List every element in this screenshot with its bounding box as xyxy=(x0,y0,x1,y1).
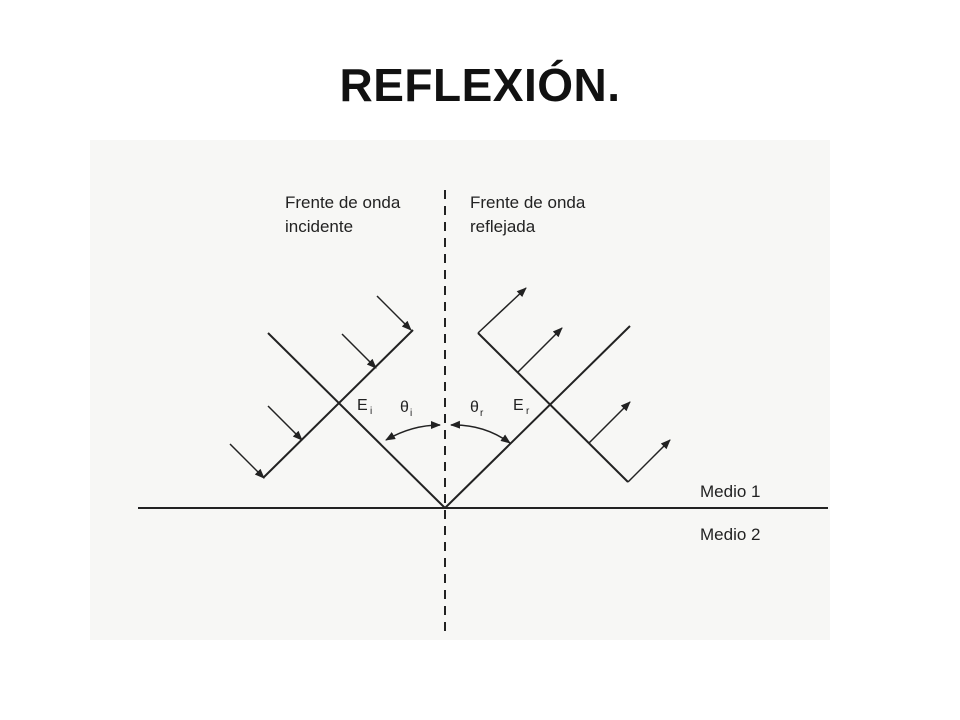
e-reflected-label: E xyxy=(513,397,524,414)
incident-label-line2: incidente xyxy=(285,217,353,236)
incident-arrow-4 xyxy=(229,443,265,479)
reflected-arrow-2 xyxy=(517,327,563,373)
incident-arrow-2 xyxy=(341,333,377,369)
incident-arrow-1 xyxy=(376,295,412,331)
incident-angle-arc xyxy=(385,421,441,441)
e-reflected-subscript: r xyxy=(526,406,530,417)
reflected-label-line2: reflejada xyxy=(470,217,536,236)
e-incident-subscript: i xyxy=(370,406,372,417)
incident-label-line1: Frente de onda xyxy=(285,193,401,212)
theta-reflected-label: θ xyxy=(470,399,479,416)
e-incident-label: E xyxy=(357,397,368,414)
incident-wavefront xyxy=(262,329,414,479)
medium1-label: Medio 1 xyxy=(700,482,760,501)
reflected-wavefront xyxy=(477,332,629,483)
theta-reflected-subscript: r xyxy=(480,408,484,419)
slide-title: REFLEXIÓN. xyxy=(339,59,621,111)
incident-arrow-3 xyxy=(267,405,303,441)
reflected-angle-arc xyxy=(450,420,511,444)
incident-main-ray xyxy=(267,332,446,509)
theta-incident-label: θ xyxy=(400,399,409,416)
reflected-arrow-1 xyxy=(477,287,527,334)
reflected-main-ray xyxy=(444,325,631,509)
reflection-figure xyxy=(90,140,830,640)
reflected-arrow-4 xyxy=(627,439,671,483)
reflected-label-line1: Frente de onda xyxy=(470,193,586,212)
medium2-label: Medio 2 xyxy=(700,525,760,544)
reflected-arrow-3 xyxy=(588,401,631,444)
theta-incident-subscript: i xyxy=(410,408,412,419)
